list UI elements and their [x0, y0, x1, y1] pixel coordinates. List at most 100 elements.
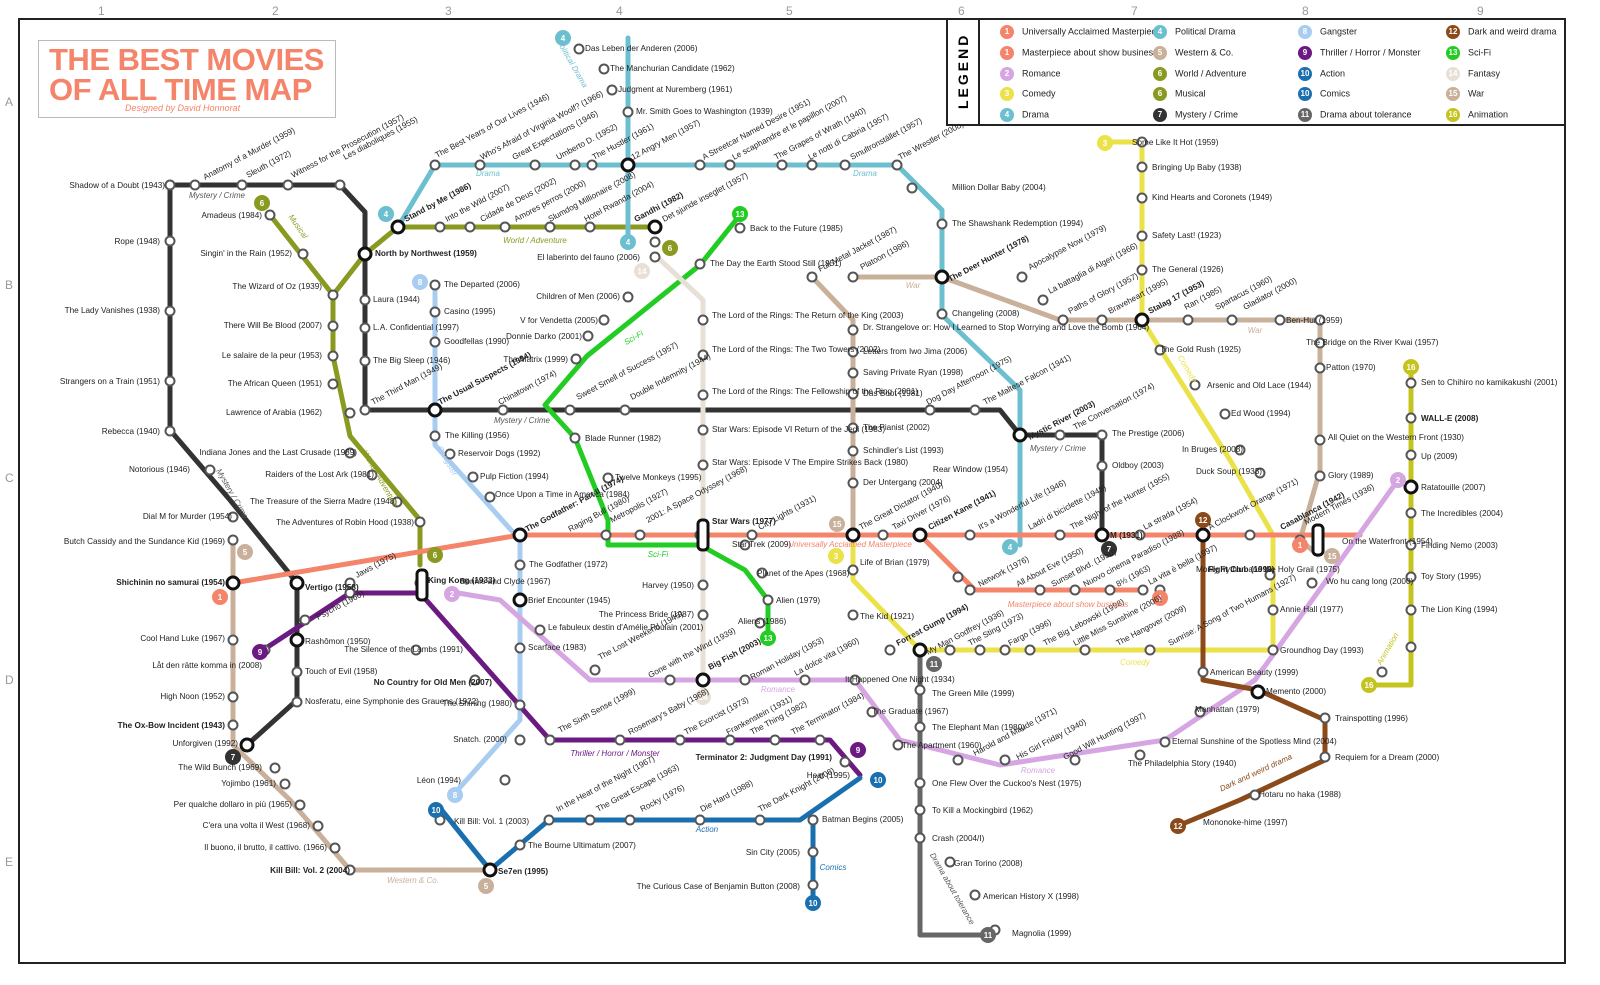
- station-label: Das Leben der Anderen (2006): [585, 44, 698, 53]
- station-marker: [1314, 362, 1326, 374]
- station-label: Donnie Darko (2001): [506, 332, 582, 341]
- station-label: Mononoke-hime (1997): [1203, 818, 1288, 827]
- line-badge-number: 5: [484, 882, 489, 891]
- station-marker: [227, 691, 239, 703]
- station-label: M (1931): [1110, 531, 1143, 540]
- stations: 4610159266443741212131315153161621175881…: [164, 30, 1419, 943]
- station-marker: [464, 221, 476, 233]
- station-marker: [619, 404, 631, 416]
- station-marker: [1134, 749, 1146, 761]
- line-badge-number: 4: [1008, 543, 1013, 552]
- station-label: Witness for the Prosecution (1957): [290, 113, 406, 180]
- station-marker: [936, 308, 948, 320]
- line-badge: [428, 802, 444, 818]
- line-badge: [850, 742, 866, 758]
- station-label: Butch Cassidy and the Sundance Kid (1969…: [64, 537, 225, 546]
- station-marker: [1405, 377, 1417, 389]
- legend-line-badge: 12: [1446, 25, 1460, 39]
- station-label: Notorious (1946): [129, 465, 190, 474]
- line-badge: [1170, 818, 1186, 834]
- line-path: [330, 292, 423, 568]
- station-marker: [1274, 314, 1286, 326]
- interchange-marker: [289, 632, 305, 648]
- station-label: The African Queen (1951): [228, 379, 322, 388]
- legend-label: Drama about tolerance: [1320, 109, 1412, 120]
- station-marker: [1136, 161, 1148, 173]
- station-marker: [474, 159, 486, 171]
- station-label: Some Like It Hot (1959): [1132, 138, 1219, 147]
- station-marker: [227, 511, 239, 523]
- station-marker: [697, 314, 709, 326]
- interchange-marker: [512, 527, 528, 543]
- station-marker: [1016, 271, 1028, 283]
- line-tag: Animation: [1375, 631, 1401, 668]
- station-label: Crash (2004/I): [932, 834, 985, 843]
- station-label: Goodfellas (1990): [444, 337, 509, 346]
- station-label: The Big Sleep (1946): [373, 356, 451, 365]
- line-badge-number: 1: [1298, 541, 1303, 550]
- station-label: One Flew Over the Cuckoo's Nest (1975): [932, 779, 1082, 788]
- station-marker: [1405, 571, 1417, 583]
- station-marker: [544, 734, 556, 746]
- station-marker: [1096, 314, 1108, 326]
- station-label: Bonnie and Clyde (1967): [460, 577, 551, 586]
- interchange-marker: [1094, 527, 1110, 543]
- station-marker: [694, 814, 706, 826]
- interchange-marker: [845, 527, 861, 543]
- station-marker: [1136, 264, 1148, 276]
- station-label: Star Wars: Episode VI Return of the Jedi…: [712, 425, 885, 434]
- station-label: Nosferatu, eine Symphonie des Grauens (1…: [305, 697, 479, 706]
- station-label: Star Wars: Episode V The Empire Strikes …: [712, 458, 908, 467]
- station-label: Le salaire de la peur (1953): [222, 351, 322, 360]
- station-marker: [1405, 539, 1417, 551]
- line-badge: [1390, 472, 1406, 488]
- station-label: The Day the Earth Stood Still (1951): [710, 259, 842, 268]
- legend-label: Sci-Fi: [1468, 47, 1491, 58]
- interchange-marker: [390, 219, 406, 235]
- station-marker: [847, 271, 859, 283]
- station-marker: [344, 407, 356, 419]
- station-label: Reservoir Dogs (1992): [458, 449, 541, 458]
- station-marker: [484, 491, 496, 503]
- station-label: The Wizard of Oz (1939): [232, 282, 322, 291]
- station-marker: [1244, 529, 1256, 541]
- grid-column-7: 7: [1131, 4, 1138, 18]
- station-label: Aliens (1986): [738, 617, 787, 626]
- station-label: Ed Wood (1994): [1231, 409, 1291, 418]
- line-badge: [926, 656, 942, 672]
- station-label: Letters from Iwo Jima (2006): [863, 347, 967, 356]
- station-label: There Will Be Blood (2007): [224, 321, 323, 330]
- station-marker: [847, 324, 859, 336]
- station-marker: [359, 355, 371, 367]
- station-label: The Philadelphia Story (1940): [1128, 759, 1237, 768]
- station-marker: [622, 291, 634, 303]
- station-label: The Kid (1921): [860, 612, 914, 621]
- station-marker: [807, 879, 819, 891]
- station-marker: [499, 221, 511, 233]
- station-label: Up (2009): [1421, 452, 1458, 461]
- line-badge: [1152, 590, 1168, 606]
- station-marker: [164, 305, 176, 317]
- station-label: Manhattan (1979): [1195, 705, 1260, 714]
- legend-label: Fantasy: [1468, 68, 1501, 79]
- legend-line-badge: 4: [1000, 108, 1014, 122]
- station-label: The Lion King (1994): [1421, 605, 1498, 614]
- station-label: Rebecca (1940): [102, 427, 161, 436]
- line-tag: Mystery / Crime: [189, 191, 246, 200]
- station-label: Ratatouille (2007): [1421, 483, 1486, 492]
- line-badge: [760, 630, 776, 646]
- station-label: The Wild Bunch (1969): [178, 763, 262, 772]
- station-marker: [799, 674, 811, 686]
- line-badge-number: 2: [450, 590, 455, 599]
- station-label: Life of Brian (1979): [860, 558, 930, 567]
- line-badge-number: 10: [432, 806, 441, 815]
- station-marker: [564, 404, 576, 416]
- station-marker: [429, 430, 441, 442]
- station-marker: [892, 739, 904, 751]
- station-marker: [724, 734, 736, 746]
- station-marker: [544, 221, 556, 233]
- station-marker: [1137, 584, 1149, 596]
